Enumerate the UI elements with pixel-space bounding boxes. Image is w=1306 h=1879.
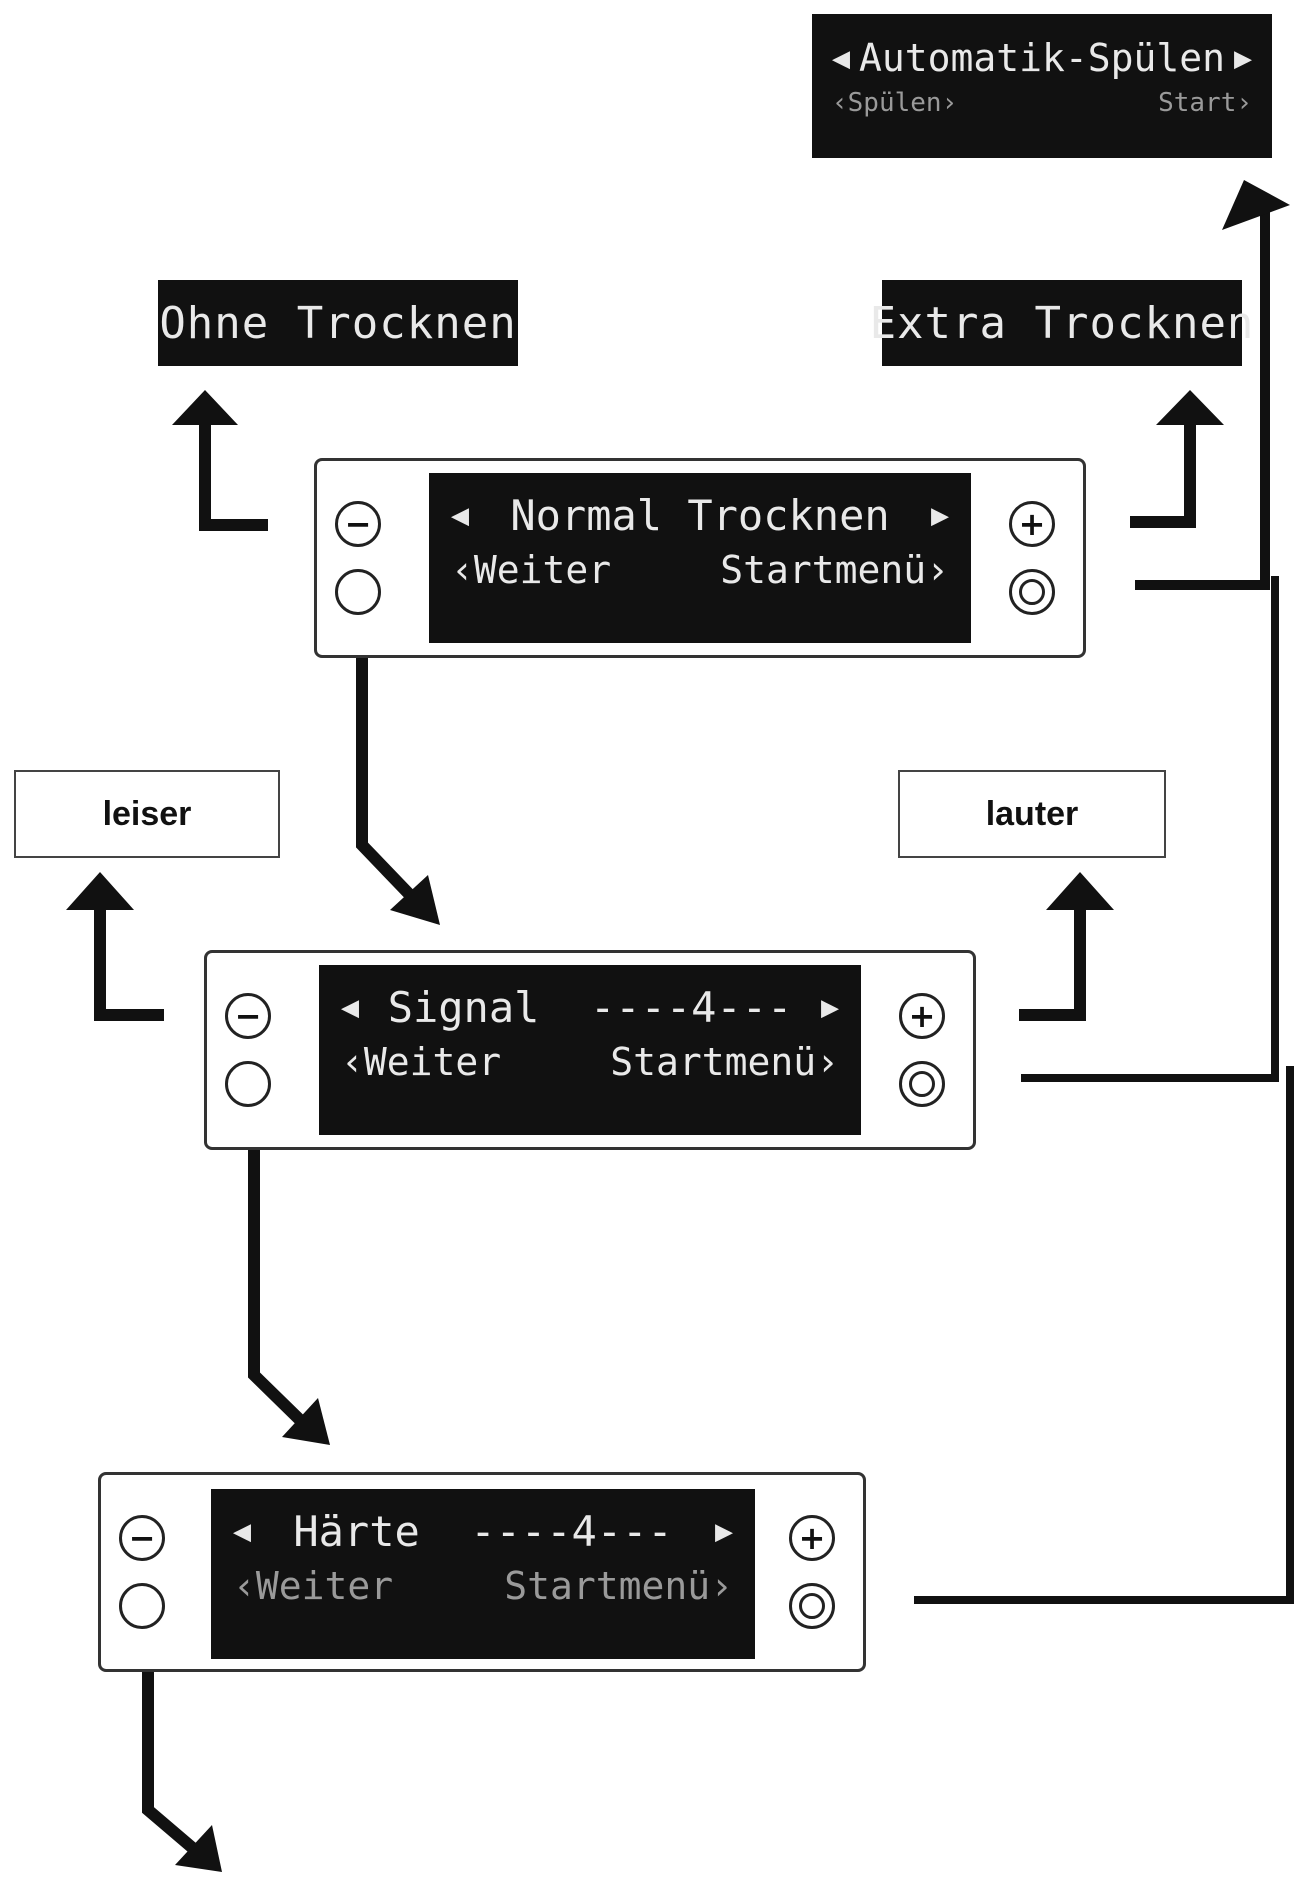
panel-title: Normal Trocknen [510, 491, 890, 540]
weiter-label: ‹Weiter [451, 548, 612, 592]
lauter-box: lauter [898, 770, 1166, 858]
arrow-to-lauter [1019, 904, 1086, 1021]
automatik-spuelen-title: Automatik-Spülen [858, 36, 1226, 80]
arrow-panel1-to-panel2 [356, 624, 419, 904]
minus-icon: − [344, 505, 372, 543]
plus-button[interactable]: + [789, 1515, 835, 1561]
arrow-right-icon: ▶ [1233, 40, 1252, 76]
ohne-trocknen-label: Ohne Trocknen [159, 297, 517, 349]
right-select-button[interactable] [789, 1583, 835, 1629]
weiter-label: ‹Weiter [341, 1040, 502, 1084]
plus-icon: + [1018, 505, 1046, 543]
line-panel2-to-right [1021, 576, 1279, 1082]
arrow-panel3-next [142, 1644, 204, 1859]
arrow-to-ohne-trocknen [199, 414, 268, 531]
panel-normal-trocknen: − ◀ Normal Trocknen ▶ ‹Weiter Startmenü›… [314, 458, 1086, 658]
left-select-button[interactable] [119, 1583, 165, 1629]
automatik-right-label: Start› [1158, 88, 1252, 118]
arrow-right-icon: ▶ [820, 990, 839, 1025]
right-select-button[interactable] [1009, 569, 1055, 615]
automatik-spuelen-display: ◀ Automatik-Spülen ▶ ‹Spülen› Start› [812, 14, 1272, 158]
plus-icon: + [798, 1519, 826, 1557]
arrow-right-icon: ▶ [714, 1514, 733, 1549]
ohne-trocknen-display: Ohne Trocknen [158, 280, 518, 366]
leiser-box: leiser [14, 770, 280, 858]
minus-icon: − [234, 997, 262, 1035]
panel-title: Härte ----4--- [293, 1507, 673, 1556]
minus-icon: − [128, 1519, 156, 1557]
arrow-panel2-to-panel3 [248, 1119, 309, 1429]
arrow-left-icon: ◀ [451, 498, 470, 533]
arrow-left-icon: ◀ [832, 40, 851, 76]
left-select-button[interactable] [225, 1061, 271, 1107]
plus-button[interactable]: + [1009, 501, 1055, 547]
panel-title: Signal ----4--- [387, 983, 793, 1032]
startmenue-label: Startmenü› [720, 548, 949, 592]
arrow-left-icon: ◀ [233, 1514, 252, 1549]
plus-button[interactable]: + [899, 993, 945, 1039]
automatik-left-label: ‹Spülen› [832, 88, 958, 118]
startmenue-label: Startmenü› [504, 1564, 733, 1608]
leiser-label: leiser [102, 794, 192, 833]
line-panel3-to-right [914, 1066, 1294, 1604]
normal-trocknen-display: ◀ Normal Trocknen ▶ ‹Weiter Startmenü› [429, 473, 971, 643]
extra-trocknen-display: Extra Trocknen [870, 280, 1253, 366]
arrow-right-icon: ▶ [930, 498, 949, 533]
extra-trocknen-label: Extra Trocknen [869, 297, 1255, 349]
left-select-button[interactable] [335, 569, 381, 615]
panel-haerte: − ◀ Härte ----4--- ▶ ‹Weiter Startmenü› … [98, 1472, 866, 1672]
arrow-to-automatik-spuelen [1135, 195, 1270, 590]
minus-button[interactable]: − [225, 993, 271, 1039]
lauter-label: lauter [985, 794, 1079, 833]
arrow-to-leiser [94, 899, 164, 1021]
right-select-button[interactable] [899, 1061, 945, 1107]
minus-button[interactable]: − [119, 1515, 165, 1561]
plus-icon: + [908, 997, 936, 1035]
signal-display: ◀ Signal ----4--- ▶ ‹Weiter Startmenü› [319, 965, 861, 1135]
weiter-label: ‹Weiter [233, 1564, 394, 1608]
minus-button[interactable]: − [335, 501, 381, 547]
arrow-left-icon: ◀ [341, 990, 360, 1025]
haerte-display: ◀ Härte ----4--- ▶ ‹Weiter Startmenü› [211, 1489, 755, 1659]
startmenue-label: Startmenü› [610, 1040, 839, 1084]
arrow-to-extra-trocknen [1130, 419, 1196, 528]
panel-signal: − ◀ Signal ----4--- ▶ ‹Weiter Startmenü›… [204, 950, 976, 1150]
